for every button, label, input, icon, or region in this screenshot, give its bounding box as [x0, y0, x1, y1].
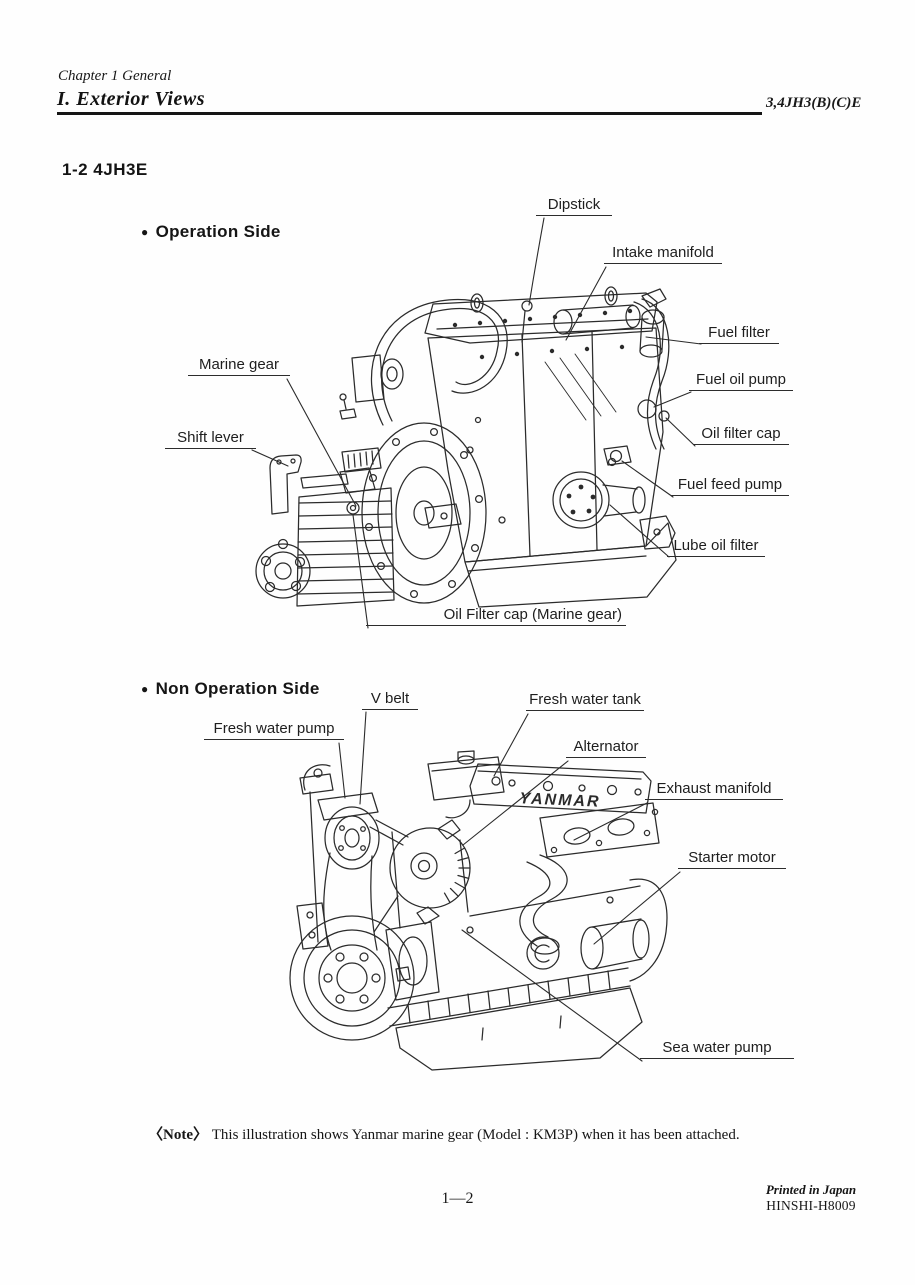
callout-alternator: Alternator: [566, 738, 646, 759]
callout-dipstick: Dipstick: [536, 196, 612, 217]
note-label: 〈Note〉: [148, 1127, 208, 1143]
print-code: HINSHI-H8009: [766, 1198, 856, 1213]
callout-marine-gear: Marine gear: [188, 356, 290, 377]
printed-in: Printed in Japan: [765, 1182, 857, 1197]
bullet-icon: ●: [141, 682, 149, 696]
bullet-icon: ●: [141, 225, 149, 239]
callout-oil-filter-cap: Oil filter cap: [693, 425, 789, 446]
chapter-title: Chapter 1 General: [58, 68, 172, 84]
callout-oil-filter-cap-marine-gear: Oil Filter cap (Marine gear): [366, 606, 626, 627]
engine-illustration-operation-side: [255, 286, 677, 608]
callout-fuel-feed-pump: Fuel feed pump: [671, 476, 789, 497]
callout-fuel-oil-pump: Fuel oil pump: [689, 371, 793, 392]
callout-sea-water-pump: Sea water pump: [640, 1039, 794, 1060]
page-number: 1—2: [441, 1190, 474, 1207]
engine-illustration-non-operation-side: YANMAR: [289, 750, 668, 1071]
callout-v-belt: V belt: [362, 690, 418, 711]
page-section-heading: 1-2 4JH3E: [62, 160, 148, 179]
engine-brand-logo: YANMAR: [519, 790, 601, 811]
callout-fresh-water-tank: Fresh water tank: [526, 691, 644, 712]
section-title: I. Exterior Views: [57, 88, 205, 110]
figure-heading-non-operation-side: ● Non Operation Side: [141, 679, 320, 699]
figure-heading-operation-side: ● Operation Side: [141, 222, 281, 242]
callout-shift-lever: Shift lever: [165, 429, 256, 450]
callout-leader-lines: [251, 217, 702, 1062]
figure-title: Operation Side: [155, 222, 281, 241]
callout-fresh-water-pump: Fresh water pump: [204, 720, 344, 741]
callout-fuel-filter: Fuel filter: [699, 324, 779, 345]
callout-exhaust-manifold: Exhaust manifold: [645, 780, 783, 801]
model-code: 3,4JH3(B)(C)E: [766, 95, 862, 111]
figure-title: Non Operation Side: [155, 679, 320, 698]
callout-starter-motor: Starter motor: [678, 849, 786, 870]
note-text: This illustration shows Yanmar marine ge…: [211, 1127, 740, 1143]
printer-info: Printed in Japan HINSHI-H8009: [756, 1182, 866, 1214]
callout-intake-manifold: Intake manifold: [604, 244, 722, 265]
header-rule: [57, 112, 762, 115]
note: 〈Note〉 This illustration shows Yanmar ma…: [148, 1123, 740, 1144]
callout-lube-oil-filter: Lube oil filter: [667, 537, 765, 558]
